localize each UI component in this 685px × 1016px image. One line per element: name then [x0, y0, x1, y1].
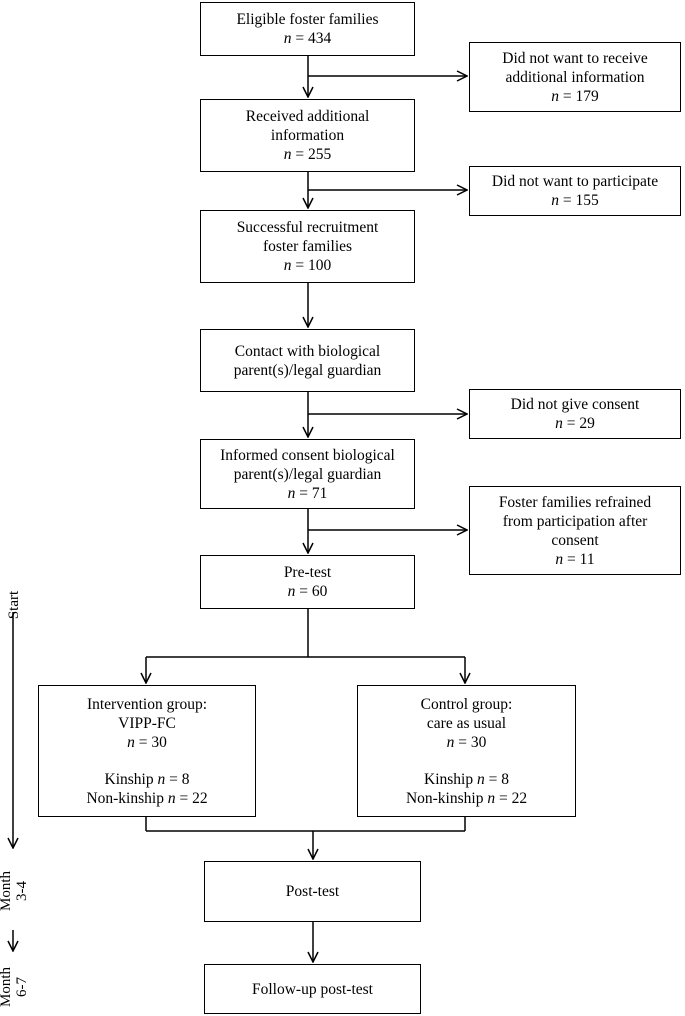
box-control-group: Control group: care as usual n = 30 Kins… — [357, 685, 576, 817]
box-label: Received additional — [245, 108, 370, 125]
n-value: n = 60 — [287, 583, 328, 600]
box-label: consent — [551, 531, 599, 549]
box-label: Pre-test — [283, 564, 332, 581]
n-value: n = 255 — [283, 146, 332, 163]
box-label: Follow-up post-test — [252, 980, 373, 998]
n-value: n = 11 — [555, 550, 595, 568]
n-value: n = 30 — [446, 733, 487, 751]
box-intervention-group: Intervention group: VIPP-FC n = 30 Kinsh… — [38, 685, 256, 817]
kinship-count: Kinship n = 8 — [424, 770, 509, 788]
box-label: Did not give consent — [510, 396, 640, 413]
n-value: n = 155 — [551, 192, 599, 209]
box-label: care as usual — [426, 714, 507, 732]
box-label: Successful recruitment — [236, 219, 379, 236]
box-label: Post-test — [285, 883, 340, 900]
non-kinship-count: Non-kinship n = 22 — [405, 789, 528, 807]
timeline-month-6-7-label: Month 6-7 — [0, 967, 30, 1008]
box-label: information — [270, 127, 345, 144]
n-value: n = 29 — [555, 415, 595, 432]
box-received-additional-info: Received additional information n = 255 — [200, 99, 415, 172]
box-refrained-after-consent: Foster families refrained from participa… — [469, 486, 681, 575]
non-kinship-count: Non-kinship n = 22 — [86, 789, 208, 807]
box-follow-up-post-test: Follow-up post-test — [204, 964, 421, 1014]
box-contact-biological-parents: Contact with biological parent(s)/legal … — [200, 329, 415, 392]
n-value: n = 434 — [283, 30, 332, 47]
box-label: Contact with biological — [234, 342, 381, 360]
timeline-month-3-4-label: Month 3-4 — [0, 871, 30, 912]
box-label: Did not want to receive — [502, 49, 648, 67]
timeline-start-label: Start — [6, 590, 22, 620]
box-label: parent(s)/legal guardian — [233, 465, 382, 483]
box-pre-test: Pre-test n = 60 — [200, 555, 415, 609]
n-value: n = 71 — [287, 484, 328, 502]
box-eligible-foster-families: Eligible foster families n = 434 — [200, 2, 415, 56]
box-no-participation: Did not want to participate n = 155 — [469, 166, 681, 216]
box-post-test: Post-test — [204, 861, 421, 922]
box-label: Control group: — [420, 695, 513, 713]
box-label: from participation after — [502, 512, 648, 530]
n-value: n = 100 — [283, 257, 332, 274]
n-value: n = 30 — [127, 733, 167, 751]
box-label: Eligible foster families — [236, 11, 379, 28]
box-label: Did not want to participate — [491, 173, 659, 190]
box-label: foster families — [262, 238, 353, 255]
n-value: n = 179 — [551, 87, 599, 105]
kinship-count: Kinship n = 8 — [104, 770, 190, 788]
box-no-additional-info: Did not want to receive additional infor… — [469, 42, 681, 112]
box-label: Informed consent biological — [220, 446, 395, 464]
box-label: Intervention group: — [86, 695, 208, 713]
box-label: additional information — [505, 68, 645, 86]
box-label: VIPP-FC — [118, 714, 176, 732]
box-label: Foster families refrained — [498, 493, 652, 511]
box-no-consent: Did not give consent n = 29 — [469, 389, 681, 439]
box-informed-consent: Informed consent biological parent(s)/le… — [200, 439, 415, 509]
box-label: parent(s)/legal guardian — [233, 361, 382, 379]
box-successful-recruitment: Successful recruitment foster families n… — [200, 210, 415, 283]
